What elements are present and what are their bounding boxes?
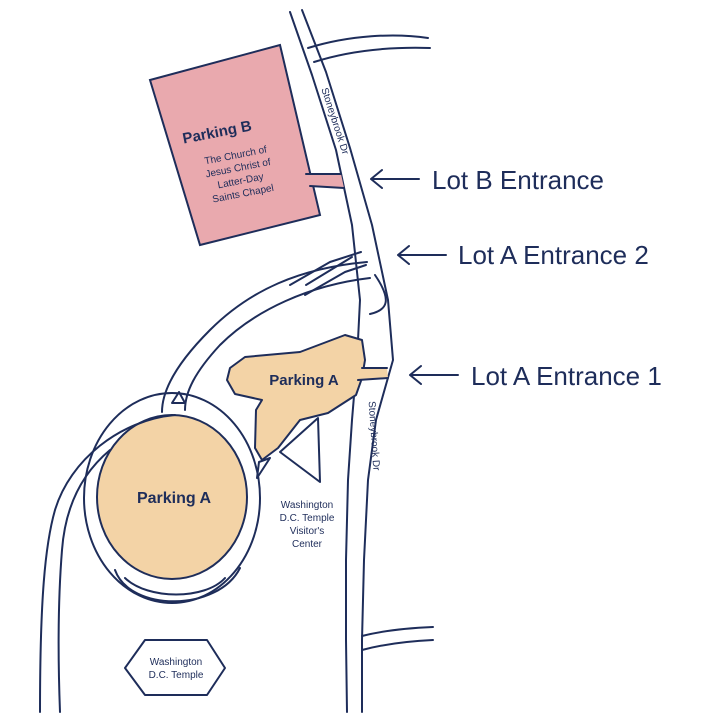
lot-a-entrance-2-callout: Lot A Entrance 2 — [397, 240, 649, 270]
lot-b-driveway-bottom-edge — [309, 185, 345, 189]
lot-a-entrance-1-label: Lot A Entrance 1 — [471, 361, 662, 391]
temple-building — [124, 639, 226, 696]
ring-road-outer — [161, 261, 368, 413]
visitor-center-line-3: Visitor's — [290, 526, 325, 537]
lot-b-entrance-arrow-icon — [370, 169, 420, 189]
lot-b-entrance-label: Lot B Entrance — [432, 165, 604, 195]
visitor-center-building — [279, 417, 321, 483]
lot-a-entrance-2-road-edge-3 — [305, 256, 353, 286]
visitor-center-walkway — [256, 457, 271, 479]
lot-a-entrance-1-callout: Lot A Entrance 1 — [409, 361, 662, 391]
visitor-center-label: Washington D.C. Temple Visitor's Center — [280, 500, 335, 550]
lot-a-entrance-1-driveway — [358, 368, 388, 380]
stoneybrook-dr-east-edge — [301, 9, 394, 713]
lot-b-entrance-callout: Lot B Entrance — [370, 165, 604, 195]
parking-a-upper-title: Parking A — [269, 372, 339, 389]
south-branch-road-north-edge — [361, 626, 434, 637]
lot-a-entrance-1-driveway-bottom — [357, 377, 389, 381]
lot-a-entrance-1-arrow-icon — [409, 365, 459, 385]
parking-b-lot[interactable] — [148, 43, 322, 247]
parking-a-upper-lot[interactable] — [226, 334, 366, 461]
lot-a-entrance-2-label: Lot A Entrance 2 — [458, 240, 649, 270]
stoneybrook-dr-label-south: Stoneybrook Dr — [366, 401, 382, 472]
south-branch-road-south-edge — [361, 639, 434, 651]
north-branch-road-north-edge — [307, 34, 429, 49]
lot-a-entrance-2-road-edge-2 — [304, 264, 367, 296]
temple-line-1: Washington — [150, 657, 202, 668]
lot-a-entrance-2-arrow-icon — [397, 245, 447, 265]
ring-road-inner — [184, 277, 371, 411]
west-road-outer — [39, 414, 176, 713]
ring-road-spur — [369, 274, 387, 315]
lot-a-entrance-2-road-edge-1 — [289, 251, 362, 286]
lower-loop-outer — [83, 392, 261, 604]
west-road-inner — [57, 449, 111, 713]
lot-b-entrance-driveway — [306, 174, 344, 188]
visitor-center-line-1: Washington — [281, 500, 333, 511]
visitor-center-line-2: D.C. Temple — [280, 513, 335, 524]
north-branch-road-south-edge — [313, 46, 431, 63]
temple-line-2: D.C. Temple — [149, 670, 204, 681]
lower-loop-south-ramp-inner — [124, 577, 226, 596]
lower-loop-south-ramp-outer — [114, 567, 241, 603]
ring-road-island — [171, 391, 186, 404]
parking-a-lower-title: Parking A — [137, 490, 212, 507]
visitor-center-line-4: Center — [292, 539, 323, 550]
temple-label: Washington D.C. Temple — [149, 657, 204, 681]
